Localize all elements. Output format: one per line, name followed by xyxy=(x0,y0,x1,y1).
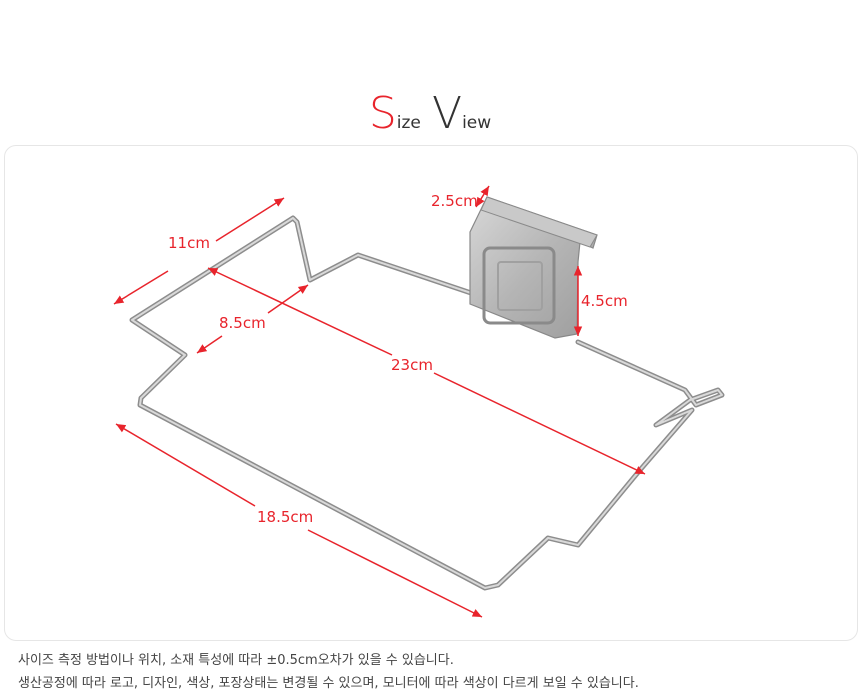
dim-label-85cm: 8.5cm xyxy=(219,314,266,332)
title-word-ize: ize xyxy=(396,113,421,133)
dim-label-25cm: 2.5cm xyxy=(431,192,478,210)
dim-arrow-85-left xyxy=(196,335,223,354)
title-word-iew: iew xyxy=(462,113,492,133)
page-title: Size View xyxy=(0,92,860,136)
title-letter-s: S xyxy=(368,88,397,139)
dim-label-11cm: 11cm xyxy=(168,234,210,252)
dim-label-23cm: 23cm xyxy=(391,356,433,374)
wire-rack xyxy=(129,215,725,591)
dim-arrow-23-left xyxy=(207,267,393,356)
dim-arrow-23-right xyxy=(433,372,646,475)
dim-arrow-85-right xyxy=(267,284,309,314)
dim-arrow-185-left xyxy=(115,423,256,507)
dim-arrow-11-right xyxy=(215,197,285,242)
dimension-lines xyxy=(113,185,646,618)
disclaimer-measurement: 사이즈 측정 방법이나 위치, 소재 특성에 따라 ±0.5cm오차가 있을 수… xyxy=(18,653,454,668)
dim-arrow-185-right xyxy=(307,529,483,618)
dim-label-185cm: 18.5cm xyxy=(257,508,313,526)
dim-arrow-25 xyxy=(475,185,490,208)
dim-arrow-11-left xyxy=(113,270,169,305)
disclaimer-production: 생산공정에 따라 로고, 디자인, 색상, 포장상태는 변경될 수 있으며, 모… xyxy=(18,676,639,691)
title-letter-v: V xyxy=(431,88,463,139)
dim-label-45cm: 4.5cm xyxy=(581,292,628,310)
door-clip xyxy=(469,196,598,339)
